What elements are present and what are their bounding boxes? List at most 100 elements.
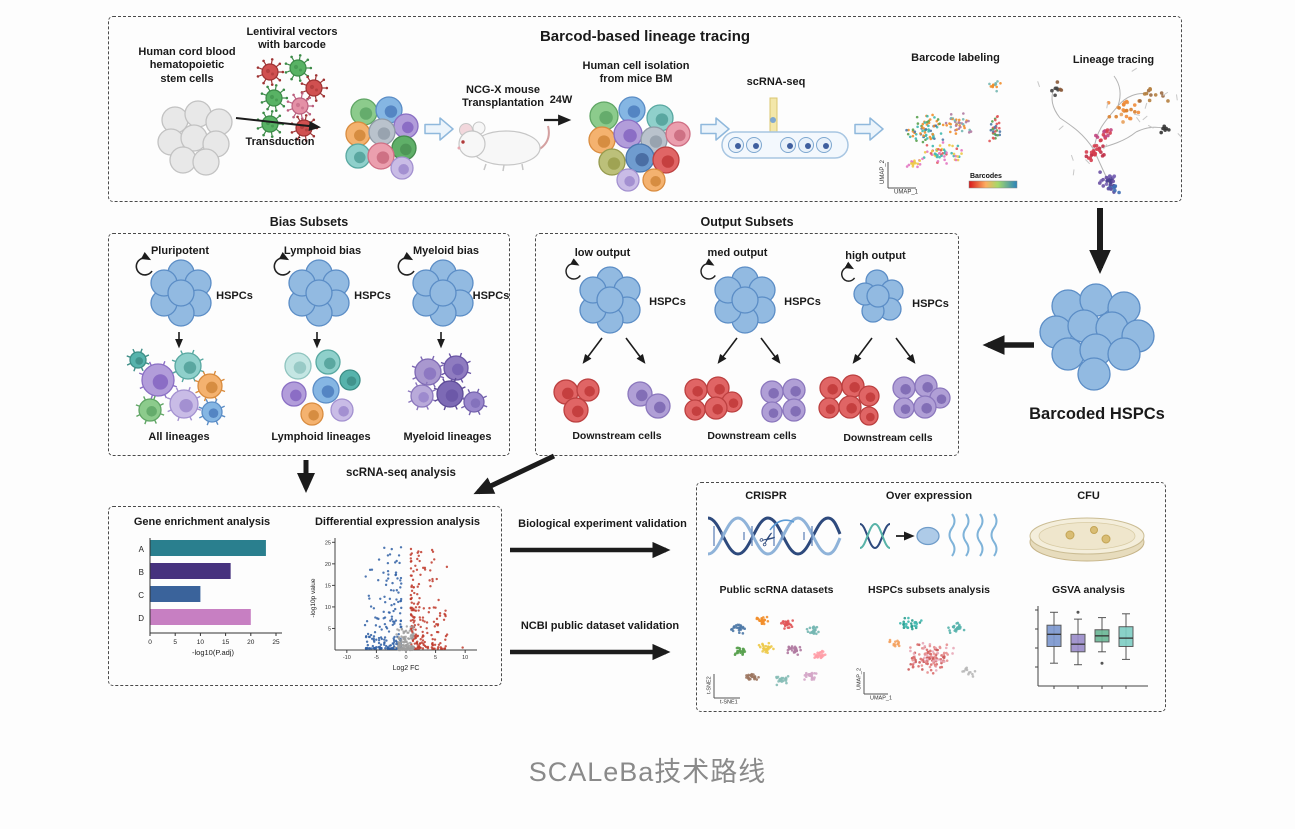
- self-renewal-arrow-icon: [273, 251, 291, 276]
- bio-validation-label: Biological experiment validation: [518, 518, 687, 530]
- flow-diagonal-arrow: [473, 453, 556, 495]
- barcode-labeling-label: Barcode labeling: [911, 52, 1000, 64]
- hspcs-label: HSPCs: [784, 296, 821, 308]
- svg-text:10: 10: [462, 655, 468, 661]
- gene-enrichment-title: Gene enrichment analysis: [133, 516, 271, 528]
- hspcs-label: HSPCs: [472, 290, 510, 302]
- output-panel-title: Output Subsets: [700, 215, 794, 229]
- barcode-umap-plot: UMAP_1 UMAP_2 Barcodes: [880, 80, 1018, 196]
- flow-arrow-icon: [424, 117, 454, 141]
- petri-dish-icon: [1029, 517, 1145, 562]
- hspc-subsets-label: HSPCs subsets analysis: [868, 584, 990, 596]
- top-panel-title: Barcod-based lineage tracing: [539, 28, 751, 45]
- self-renewal-arrow-icon: [565, 258, 581, 280]
- svg-text:D: D: [138, 614, 144, 623]
- crispr-label: CRISPR: [745, 490, 787, 502]
- hspcs-label: HSPCs: [216, 290, 253, 302]
- svg-text:20: 20: [247, 639, 255, 646]
- ncbi-validation-label: NCBI public dataset validation: [520, 620, 680, 632]
- myeloid-lineage-cells: [407, 352, 488, 416]
- transduced-cell-cluster: [345, 96, 419, 180]
- public-scrna-label: Public scRNA datasets: [719, 584, 834, 596]
- self-renewal-arrow-icon: [397, 251, 415, 276]
- umap-x-label: UMAP_1: [894, 190, 919, 196]
- svg-text:B: B: [139, 568, 144, 577]
- barcoded-hspc-cluster: [1039, 283, 1155, 391]
- ncbi-validation-arrow: [510, 643, 671, 661]
- bio-validation-arrow: [510, 541, 671, 559]
- downstream-purple-cells: [627, 381, 671, 419]
- flow-arrow-icon: [700, 117, 730, 141]
- tsne-x-label: t-SNE1: [720, 700, 738, 706]
- svg-text:25: 25: [272, 639, 280, 646]
- downstream-purple-cells: [760, 378, 806, 423]
- hspc-cluster: [412, 259, 474, 327]
- hspc-cluster-small: [853, 269, 904, 323]
- svg-text:25: 25: [325, 540, 331, 546]
- svg-text:20: 20: [325, 562, 331, 568]
- lineage-tree: [1037, 67, 1183, 195]
- isolation-label: Human cell isolation from mice BM: [582, 60, 690, 86]
- svg-text:10: 10: [197, 639, 205, 646]
- stem-cells-label: Human cord blood hematopoietic stem cell…: [138, 46, 236, 85]
- lentiviral-label: Lentiviral vectors with barcode: [246, 26, 338, 52]
- weeks-arrow-icon: [544, 114, 572, 126]
- isolated-cell-cluster: [588, 96, 691, 192]
- self-renewal-arrow-icon: [700, 258, 716, 280]
- hspc-subsets-umap: UMAP_1 UMAP_2: [857, 616, 977, 702]
- all-lineages-label: All lineages: [148, 431, 210, 443]
- svg-text:0: 0: [404, 655, 407, 661]
- diff-expression-title: Differential expression analysis: [314, 516, 481, 528]
- downstream-red-cells: [818, 374, 880, 426]
- svg-text:15: 15: [222, 639, 230, 646]
- down-arrow-icon: [313, 332, 321, 349]
- hspcs-label: HSPCs: [649, 296, 686, 308]
- barcodes-legend-label: Barcodes: [970, 173, 1002, 180]
- bias-col1-label: Pluripotent: [150, 245, 210, 257]
- output-col2-label: med output: [707, 247, 768, 259]
- bias-panel-title: Bias Subsets: [269, 215, 349, 229]
- hspcs-label: HSPCs: [912, 298, 949, 310]
- output-col1-label: low output: [574, 247, 631, 259]
- gsva-label: GSVA analysis: [1052, 584, 1125, 596]
- overexpression-icon: [859, 513, 998, 557]
- flow-down-arrow: [296, 460, 315, 493]
- flow-left-arrow: [982, 335, 1034, 355]
- mouse-illustration: [457, 121, 550, 172]
- hspc-cluster: [579, 266, 641, 334]
- diverging-arrows-icon: [582, 337, 646, 364]
- tsne-plot: t-SNE1 t-SNE2: [707, 615, 827, 706]
- validation-panel: [696, 482, 1166, 712]
- umap2-x-label: UMAP_1: [870, 696, 892, 702]
- tsne-y-label: t-SNE2: [707, 676, 713, 694]
- svg-text:-10: -10: [343, 655, 351, 661]
- barcodes-colorbar: [968, 180, 1018, 189]
- downstream-red-cells: [684, 376, 743, 421]
- overexpression-label: Over expression: [885, 490, 973, 502]
- self-renewal-arrow-icon: [135, 251, 153, 276]
- figure-caption: SCALeBa技术路线: [528, 757, 767, 787]
- svg-text:C: C: [138, 591, 144, 600]
- down-arrow-icon: [437, 332, 445, 349]
- output-col3-label: high output: [845, 250, 906, 262]
- top-panel: [108, 16, 1182, 202]
- output-panel: [535, 233, 959, 456]
- cfu-label: CFU: [1077, 490, 1100, 502]
- svg-text:10: 10: [325, 605, 331, 611]
- svg-text:5: 5: [434, 655, 437, 661]
- self-renewal-arrow-icon: [841, 261, 856, 282]
- bias-col3-label: Myeloid bias: [412, 245, 480, 257]
- downstream-cells-label: Downstream cells: [572, 430, 662, 442]
- downstream-red-cells: [553, 378, 600, 423]
- all-lineages-cells: [126, 348, 226, 426]
- svg-text:5: 5: [173, 639, 177, 646]
- stem-cell-cluster: [157, 100, 233, 176]
- umap2-y-label: UMAP_2: [857, 668, 863, 690]
- lymphoid-lineage-cells: [281, 349, 361, 426]
- flow-down-arrow: [1089, 208, 1111, 274]
- gsva-boxplot: [1035, 606, 1148, 689]
- barcoded-hspcs-label: Barcoded HSPCs: [1029, 405, 1165, 423]
- svg-text:-log10(P.adj): -log10(P.adj): [192, 648, 234, 657]
